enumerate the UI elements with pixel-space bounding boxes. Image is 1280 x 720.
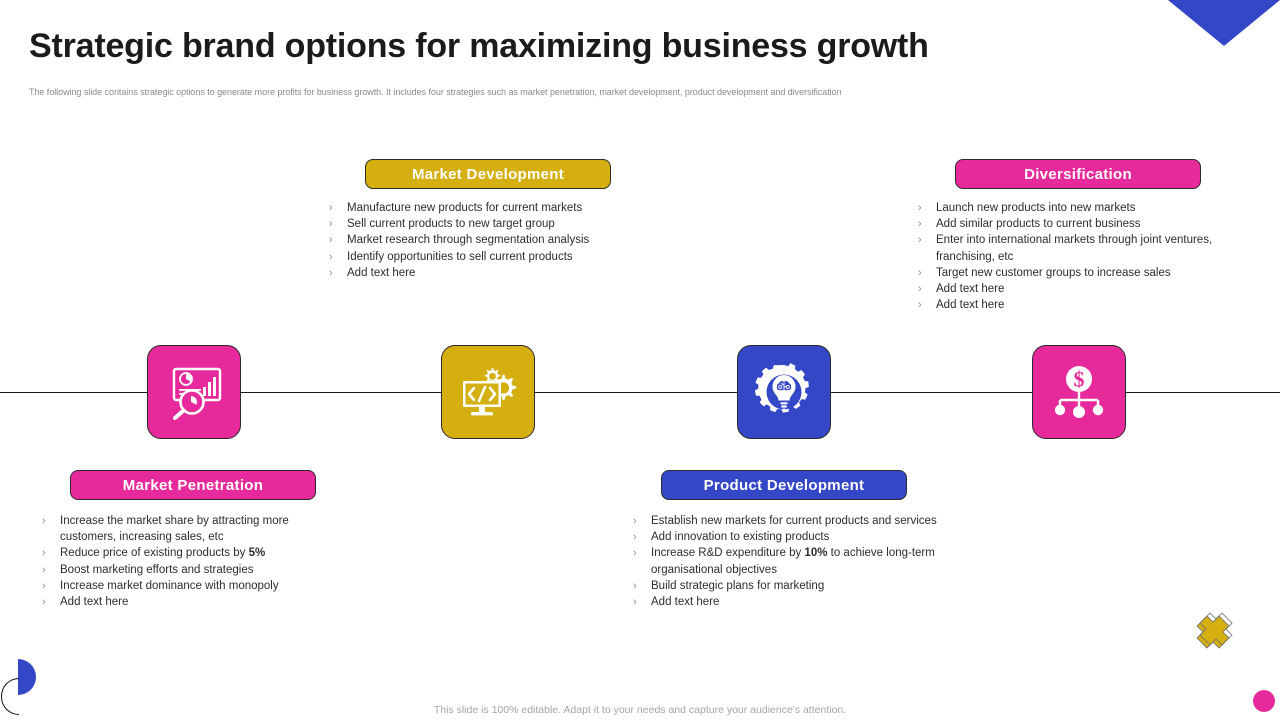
list-item-label: Add text here xyxy=(936,283,1005,296)
gear-lightbulb-brain-icon xyxy=(754,362,814,422)
list-item-label: Boost marketing efforts and strategies xyxy=(60,563,254,576)
bullet-marker-icon: › xyxy=(633,596,637,609)
bullet-marker-icon: › xyxy=(42,515,46,527)
list-item-label: Add text here xyxy=(60,596,129,609)
bullet-marker-icon: › xyxy=(329,266,333,279)
list-item-label: Increase R&D expenditure by 10% to achie… xyxy=(651,547,935,576)
bullet-marker-icon: › xyxy=(42,547,46,560)
list-item: › Add text here xyxy=(42,594,334,610)
bullet-marker-icon: › xyxy=(329,250,333,263)
list-item: › Increase the market share by attracting… xyxy=(42,513,334,545)
list-item-label: Launch new products into new markets xyxy=(936,202,1136,214)
badge-market-development[interactable]: Market Development xyxy=(365,159,611,189)
list-item: › Increase market dominance with monopoly xyxy=(42,578,334,594)
list-item-label: Increase the market share by attracting … xyxy=(60,515,289,544)
bullet-marker-icon: › xyxy=(918,266,922,279)
bullet-marker-icon: › xyxy=(329,218,333,231)
bullet-marker-icon: › xyxy=(329,202,333,214)
list-item: › Identify opportunities to sell current … xyxy=(329,249,629,265)
list-item: › Reduce price of existing products by 5% xyxy=(42,545,334,561)
bullet-marker-icon: › xyxy=(42,579,46,592)
list-item-label: Increase market dominance with monopoly xyxy=(60,579,279,592)
list-item: › Sell current products to new target gro… xyxy=(329,216,629,232)
list-item-label: Add similar products to current business xyxy=(936,218,1141,231)
bullet-marker-icon: › xyxy=(633,515,637,527)
bottom-right-cross-decoration xyxy=(1190,609,1236,655)
list-item: › Add text here xyxy=(329,265,629,281)
list-item: › Manufacture new products for current ma… xyxy=(329,200,629,216)
page-subtitle: The following slide contains strategic o… xyxy=(29,87,842,97)
dollar-hierarchy-icon: $ xyxy=(1049,363,1109,421)
list-item-label: Add text here xyxy=(651,596,720,609)
bullet-marker-icon: › xyxy=(918,299,922,312)
bullet-marker-icon: › xyxy=(918,202,922,214)
list-item-label: Reduce price of existing products by 5% xyxy=(60,547,266,560)
badge-market-penetration[interactable]: Market Penetration xyxy=(70,470,316,500)
list-item: › Establish new markets for current produ… xyxy=(633,513,938,529)
bullet-marker-icon: › xyxy=(42,563,46,576)
bullet-marker-icon: › xyxy=(918,218,922,231)
list-item: › Add innovation to existing products xyxy=(633,529,938,545)
icon-tile-market-penetration[interactable] xyxy=(147,345,241,439)
list-item: › Boost marketing efforts and strategies xyxy=(42,562,334,578)
list-item-label: Add text here xyxy=(936,299,1005,312)
footer-note: This slide is 100% editable. Adapt it to… xyxy=(433,704,847,716)
list-item-label: Enter into international markets through… xyxy=(936,234,1213,263)
bullet-list-market-development: › Manufacture new products for current ma… xyxy=(329,200,629,281)
bullet-list-market-penetration: › Increase the market share by attracting… xyxy=(42,513,334,610)
list-item-label: Identify opportunities to sell current p… xyxy=(347,250,573,263)
page-title: Strategic brand options for maximizing b… xyxy=(29,27,929,65)
list-item-label: Target new customer groups to increase s… xyxy=(936,266,1171,279)
icon-tile-diversification[interactable]: $ xyxy=(1032,345,1126,439)
list-item-label: Market research through segmentation ana… xyxy=(347,234,590,247)
bullet-marker-icon: › xyxy=(42,596,46,609)
list-item-label: Add innovation to existing products xyxy=(651,531,830,544)
list-item-label: Sell current products to new target grou… xyxy=(347,218,555,231)
list-item: › Build strategic plans for marketing xyxy=(633,578,938,594)
bullet-marker-icon: › xyxy=(633,547,637,560)
list-item: › Add text here xyxy=(633,594,938,610)
list-item-label: Add text here xyxy=(347,266,416,279)
list-item: › Add text here xyxy=(918,281,1218,297)
badge-product-development[interactable]: Product Development xyxy=(661,470,907,500)
list-item: › Enter into international markets throug… xyxy=(918,232,1218,264)
market-research-magnifier-icon xyxy=(163,363,225,421)
list-item: › Launch new products into new markets xyxy=(918,200,1218,216)
svg-text:$: $ xyxy=(1074,367,1085,392)
badge-diversification[interactable]: Diversification xyxy=(955,159,1201,189)
icon-tile-product-development[interactable] xyxy=(737,345,831,439)
list-item: › Increase R&D expenditure by 10% to achi… xyxy=(633,545,938,577)
bullet-marker-icon: › xyxy=(918,283,922,296)
bottom-right-dot-decoration xyxy=(1253,690,1275,712)
list-item: › Target new customer groups to increase … xyxy=(918,265,1218,281)
icon-tile-market-development[interactable] xyxy=(441,345,535,439)
bullet-marker-icon: › xyxy=(633,531,637,544)
top-right-triangle-decoration xyxy=(1168,0,1280,46)
list-item: › Add text here xyxy=(918,297,1218,313)
bullet-marker-icon: › xyxy=(329,234,333,247)
list-item-label: Manufacture new products for current mar… xyxy=(347,202,583,214)
list-item-label: Build strategic plans for marketing xyxy=(651,579,825,592)
code-monitor-gears-icon xyxy=(457,363,519,421)
bullet-list-diversification: › Launch new products into new markets › Ad… xyxy=(918,200,1218,313)
bullet-marker-icon: › xyxy=(633,579,637,592)
list-item-label: Establish new markets for current produc… xyxy=(651,515,937,527)
timeline-axis xyxy=(0,392,1280,393)
bullet-list-product-development: › Establish new markets for current produ… xyxy=(633,513,938,610)
bottom-left-half-circle-decoration xyxy=(18,659,36,695)
bullet-marker-icon: › xyxy=(918,234,922,247)
list-item: › Market research through segmentation an… xyxy=(329,232,629,248)
list-item: › Add similar products to current busines… xyxy=(918,216,1218,232)
